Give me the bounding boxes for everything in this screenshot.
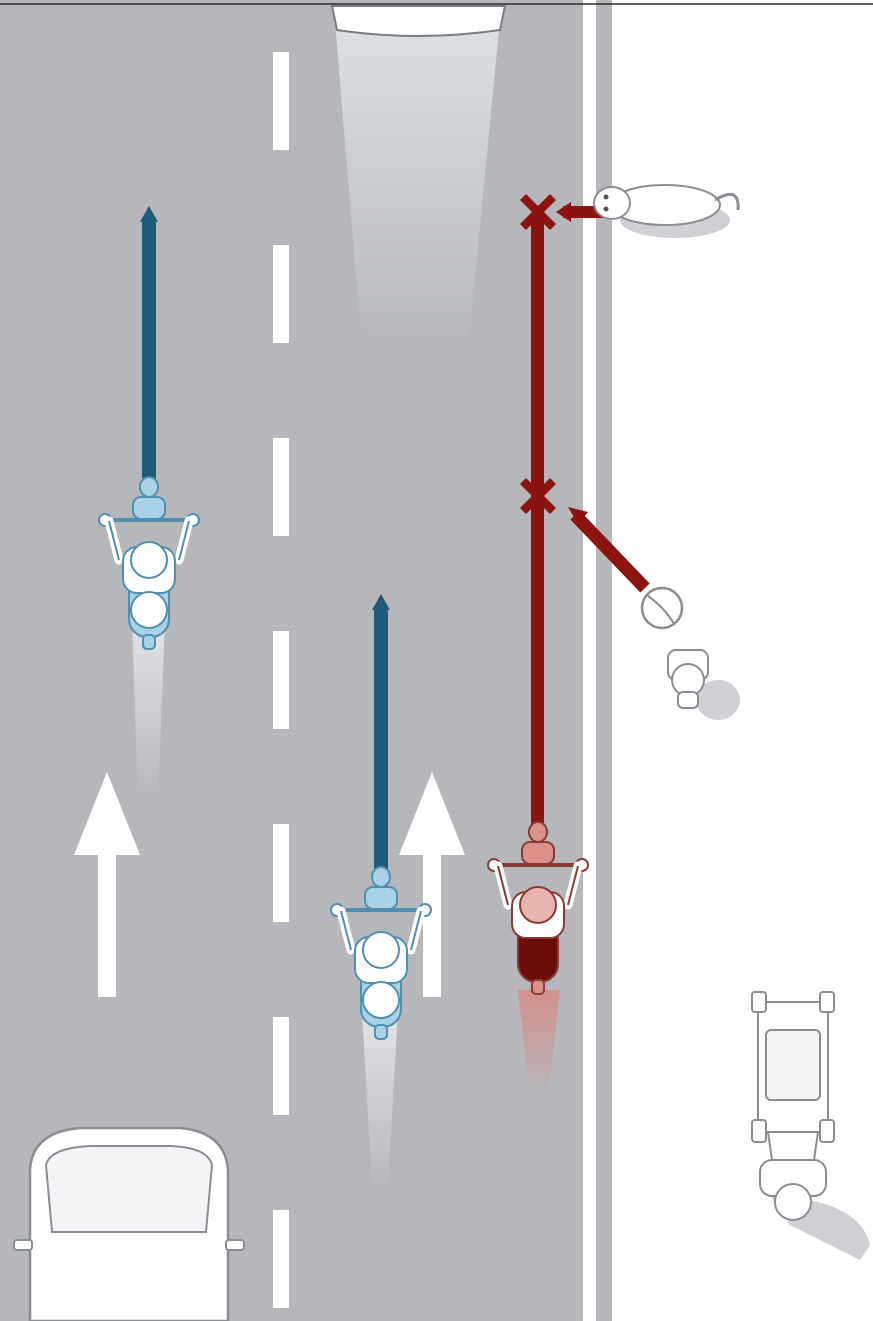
ball-icon (642, 588, 682, 628)
safe-path-line (372, 594, 390, 870)
car-icon (14, 1128, 244, 1321)
safe-path-line (140, 206, 158, 478)
lane-dash (273, 631, 289, 729)
lane-dash (273, 438, 289, 536)
lane-dash (273, 1210, 289, 1308)
lane-dash (273, 824, 289, 922)
car-icon (332, 6, 505, 36)
road-surface (0, 0, 612, 1321)
lane-dash (273, 245, 289, 343)
lane-dash (273, 1017, 289, 1115)
lane-dash (273, 52, 289, 150)
danger-path-line (531, 214, 544, 834)
